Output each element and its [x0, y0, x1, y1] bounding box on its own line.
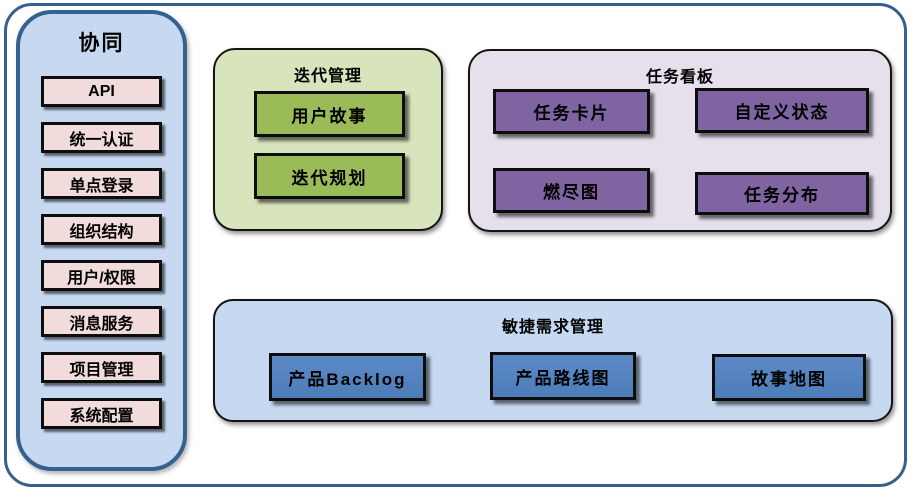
sidebar-item-org-structure: 组织结构 [41, 214, 162, 245]
sidebar-item-api: API [41, 76, 162, 107]
collaboration-panel: 协同 API 统一认证 单点登录 组织结构 用户/权限 消息服务 项目管理 系统… [16, 10, 187, 471]
agile-panel-title: 敏捷需求管理 [501, 319, 604, 336]
feature-custom-status: 自定义状态 [695, 88, 869, 133]
collaboration-item-list: API 统一认证 单点登录 组织结构 用户/权限 消息服务 项目管理 系统配置 [41, 76, 162, 429]
feature-task-distribution: 任务分布 [695, 172, 869, 215]
kanban-panel-title: 任务看板 [645, 69, 714, 86]
feature-burndown-chart: 燃尽图 [493, 168, 650, 213]
feature-task-card: 任务卡片 [493, 89, 650, 134]
collaboration-panel-title: 协同 [78, 32, 125, 55]
feature-story-map: 故事地图 [712, 354, 866, 401]
feature-iteration-planning: 迭代规划 [254, 153, 405, 199]
feature-user-story: 用户故事 [254, 91, 405, 137]
task-kanban-panel: 任务看板 任务卡片 自定义状态 燃尽图 任务分布 [468, 49, 892, 232]
sidebar-item-unified-auth: 统一认证 [41, 122, 162, 153]
sidebar-item-system-config: 系统配置 [41, 398, 162, 429]
sidebar-item-user-permission: 用户/权限 [41, 260, 162, 291]
agile-requirements-panel: 敏捷需求管理 产品Backlog 产品路线图 故事地图 [213, 299, 893, 422]
iteration-panel-title: 迭代管理 [293, 68, 362, 85]
sidebar-item-sso: 单点登录 [41, 168, 162, 199]
feature-product-backlog: 产品Backlog [269, 353, 426, 401]
sidebar-item-project-mgmt: 项目管理 [41, 352, 162, 383]
sidebar-item-message-service: 消息服务 [41, 306, 162, 337]
iteration-management-panel: 迭代管理 用户故事 迭代规划 [213, 48, 443, 231]
feature-product-roadmap: 产品路线图 [490, 352, 636, 400]
